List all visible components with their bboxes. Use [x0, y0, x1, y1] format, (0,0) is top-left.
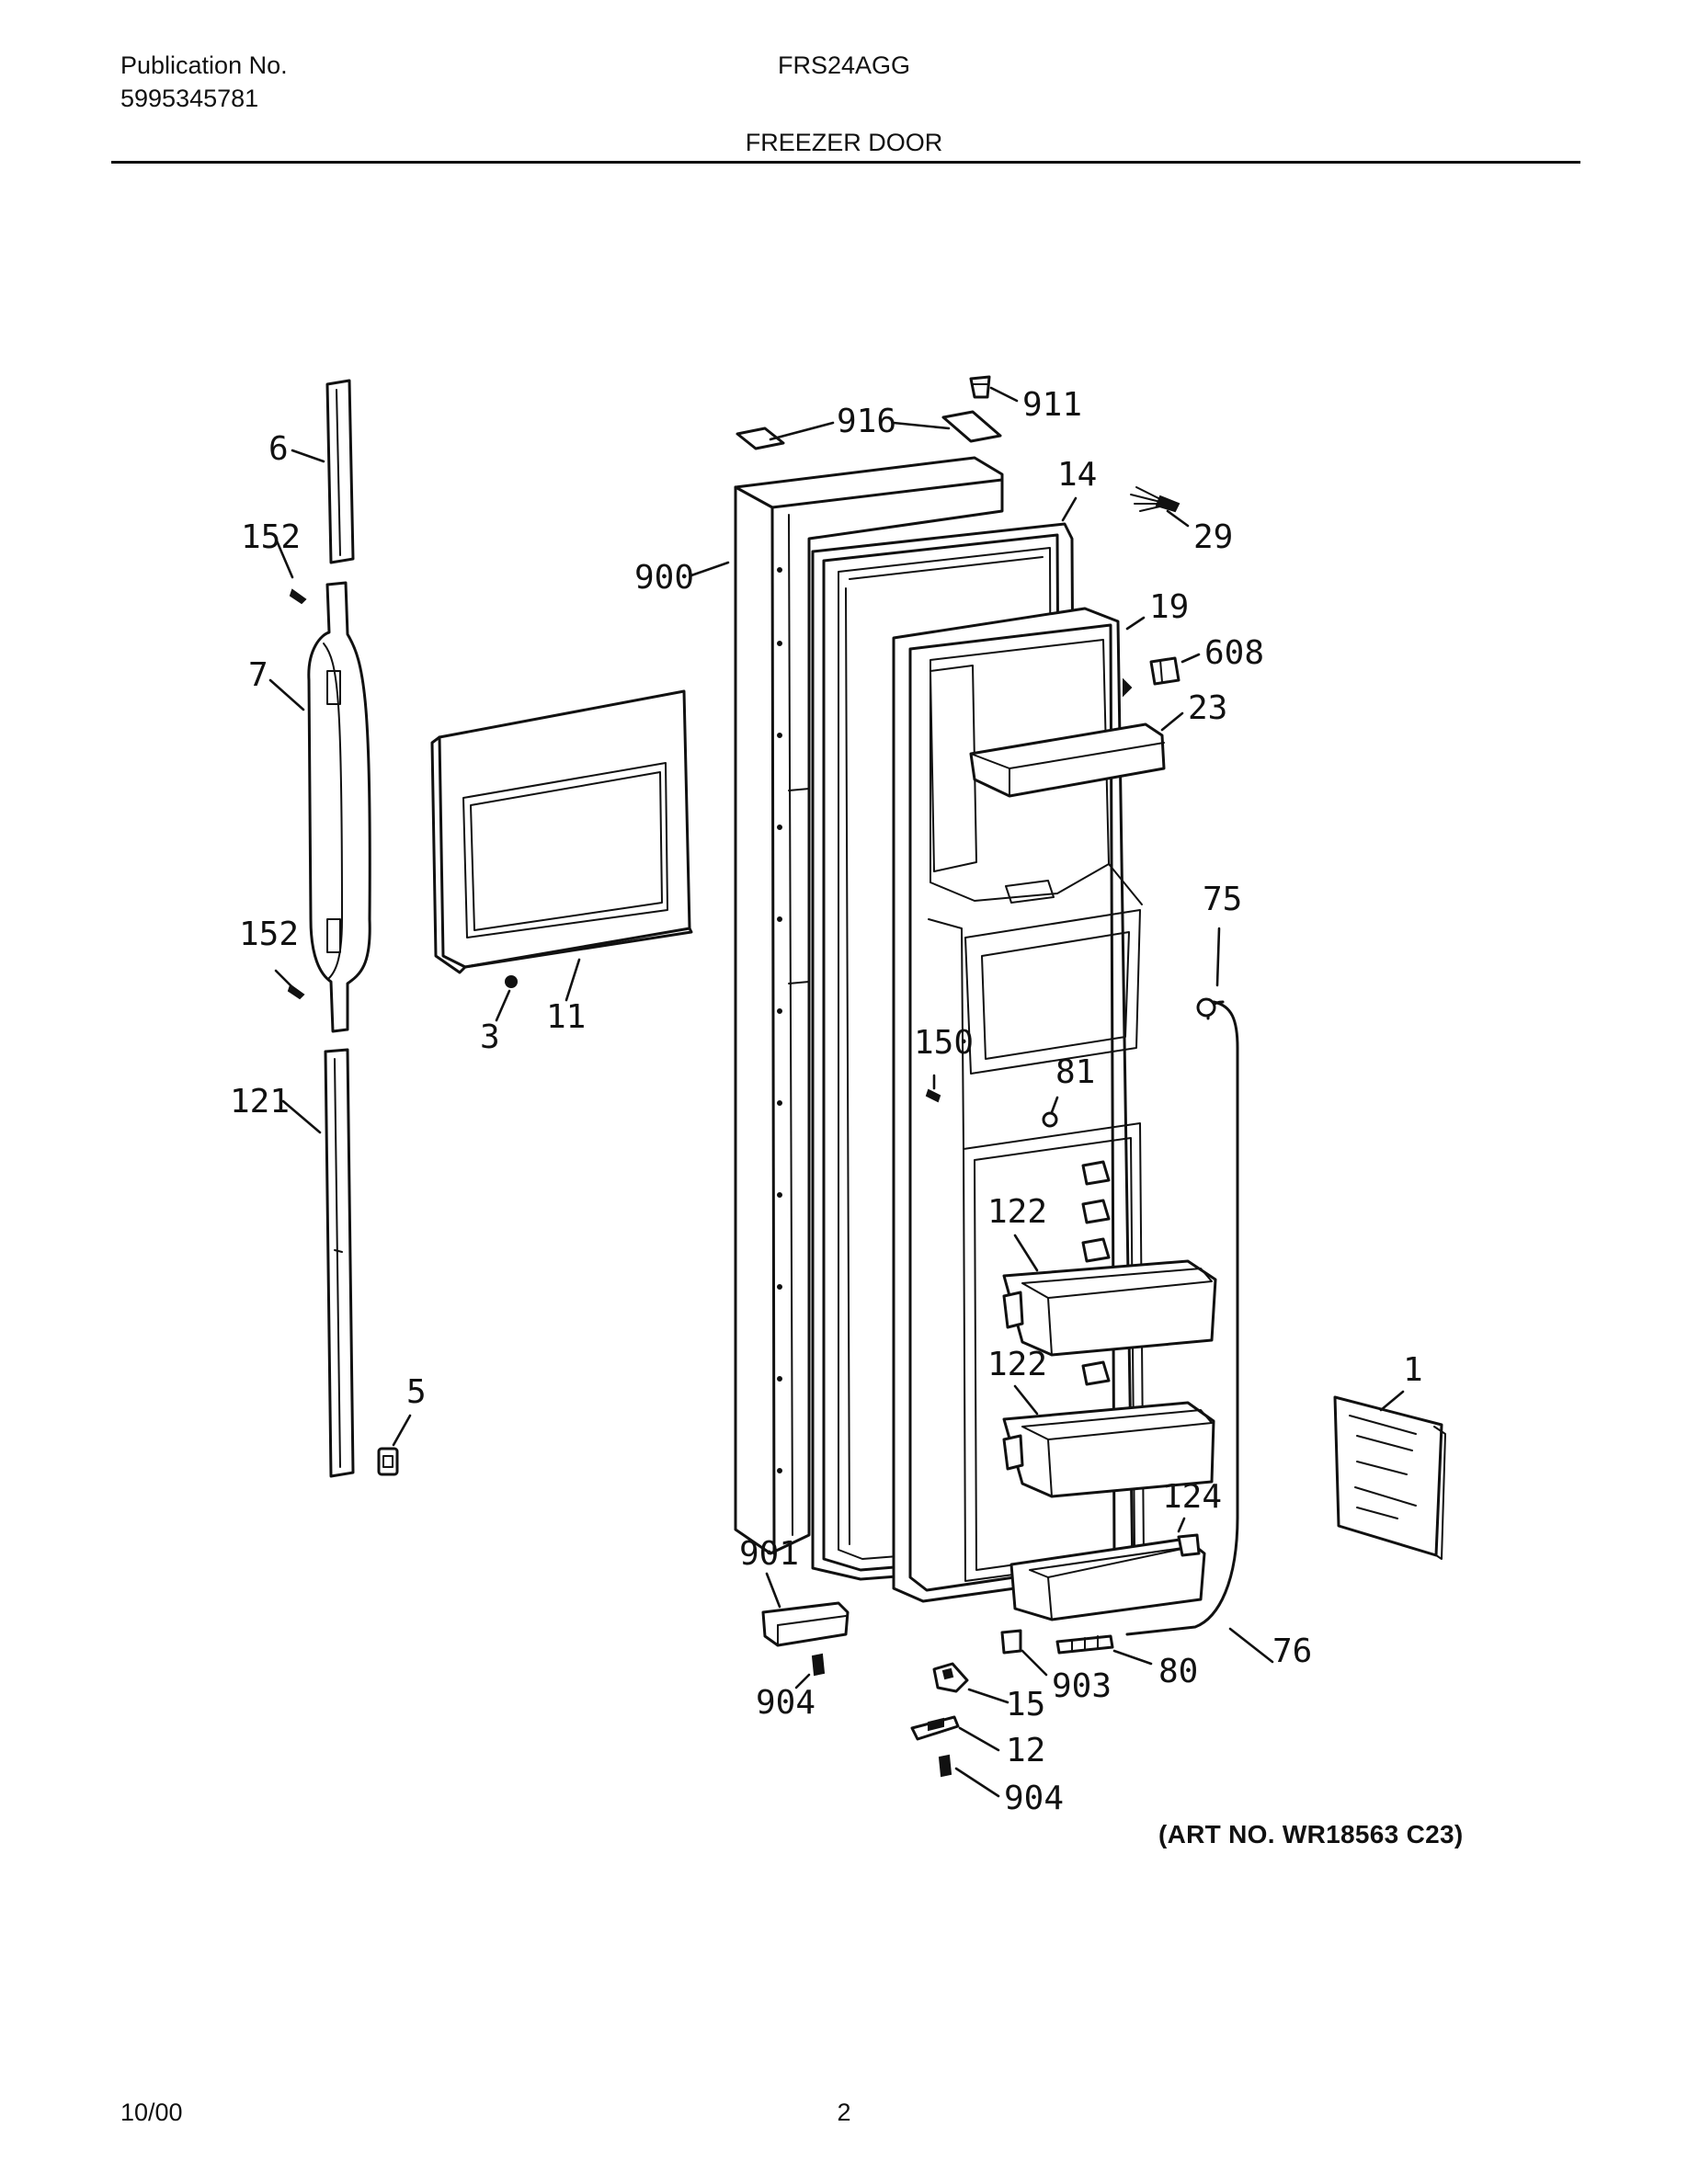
callout-7: 7: [248, 656, 268, 694]
part-608-switch: [1149, 656, 1180, 686]
callout-152-upper: 152: [241, 518, 301, 556]
section-title: FREEZER DOOR: [745, 129, 943, 156]
part-15-hinge: [932, 1662, 969, 1693]
callout-11: 11: [546, 998, 586, 1036]
door-mounting-holes: [777, 567, 782, 1473]
callout-14: 14: [1057, 456, 1097, 494]
callout-121: 121: [230, 1083, 290, 1120]
part-80-tube-fitting: [1055, 1634, 1114, 1655]
callout-23: 23: [1188, 689, 1227, 727]
callout-29: 29: [1193, 518, 1233, 556]
part-122-upper-door-bin: [1002, 1259, 1217, 1357]
callout-75: 75: [1203, 881, 1242, 918]
part-904-screw-upper: [811, 1653, 826, 1677]
callout-150: 150: [914, 1024, 974, 1062]
part-23-upper-bin: [969, 722, 1166, 798]
callout-916: 916: [837, 403, 896, 440]
callout-labels: 911 916 14 29 900 19 608 23 6 152 7 152 …: [230, 386, 1423, 1817]
callout-76: 76: [1272, 1632, 1312, 1670]
part-75-76-water-tube: [1125, 997, 1239, 1636]
part-904-screw-lower: [938, 1754, 952, 1778]
publication-label: Publication No.: [120, 51, 288, 79]
footer-date: 10/00: [120, 2099, 183, 2126]
part-900-outer-door: [734, 456, 1004, 1555]
art-number: (ART NO. WR18563 C23): [1158, 1820, 1464, 1848]
part-152-lower-screw: [287, 984, 305, 1000]
part-12-hinge-plate: [910, 1715, 960, 1741]
part-903-bushing: [1000, 1629, 1022, 1655]
callout-122-lower: 122: [987, 1346, 1047, 1383]
part-911-cap: [969, 375, 991, 399]
callout-12: 12: [1006, 1732, 1045, 1769]
part-916-tape-right: [941, 410, 1002, 443]
callout-904-upper: 904: [756, 1684, 815, 1722]
callout-81: 81: [1055, 1053, 1095, 1091]
part-150-screw: [925, 1088, 941, 1103]
part-124-bottom-bin: [1009, 1533, 1206, 1621]
part-152-upper-screw: [289, 588, 307, 605]
part-1-literature-pack: [1333, 1395, 1446, 1560]
callout-80: 80: [1158, 1653, 1198, 1690]
part-5-plug: [377, 1447, 399, 1476]
callout-5: 5: [406, 1373, 427, 1411]
callout-124: 124: [1162, 1478, 1222, 1516]
callout-6: 6: [268, 430, 289, 468]
part-7-door-handle: [307, 581, 371, 1033]
part-11-door-panel: [430, 689, 693, 974]
callout-3: 3: [480, 1018, 500, 1056]
part-81-plug: [1042, 1111, 1058, 1128]
model-number: FRS24AGG: [777, 51, 911, 79]
page-number: 2: [837, 2099, 851, 2126]
part-122-lower-door-bin: [1002, 1401, 1215, 1498]
callout-122-upper: 122: [987, 1193, 1047, 1231]
callout-1: 1: [1403, 1351, 1423, 1389]
header-rule: [111, 161, 1580, 164]
callout-15: 15: [1006, 1686, 1045, 1723]
part-29-wire-harness: [1130, 486, 1180, 513]
callout-19: 19: [1149, 588, 1189, 626]
callout-903: 903: [1052, 1667, 1112, 1705]
callout-152-lower: 152: [239, 916, 299, 953]
callout-608: 608: [1204, 634, 1264, 672]
callout-900: 900: [634, 559, 694, 597]
callout-901: 901: [739, 1535, 799, 1573]
part-901-bottom-cover: [761, 1601, 850, 1647]
callout-911: 911: [1022, 386, 1082, 424]
callout-904-lower: 904: [1004, 1780, 1064, 1817]
part-916-tape-left: [736, 427, 785, 450]
part-6-upper-handle-trim: [325, 379, 355, 564]
publication-number: 5995345781: [120, 85, 259, 112]
part-3-plug: [505, 975, 518, 988]
part-121-lower-handle-trim: [324, 1048, 355, 1478]
callout-leaders: [268, 386, 1405, 1798]
